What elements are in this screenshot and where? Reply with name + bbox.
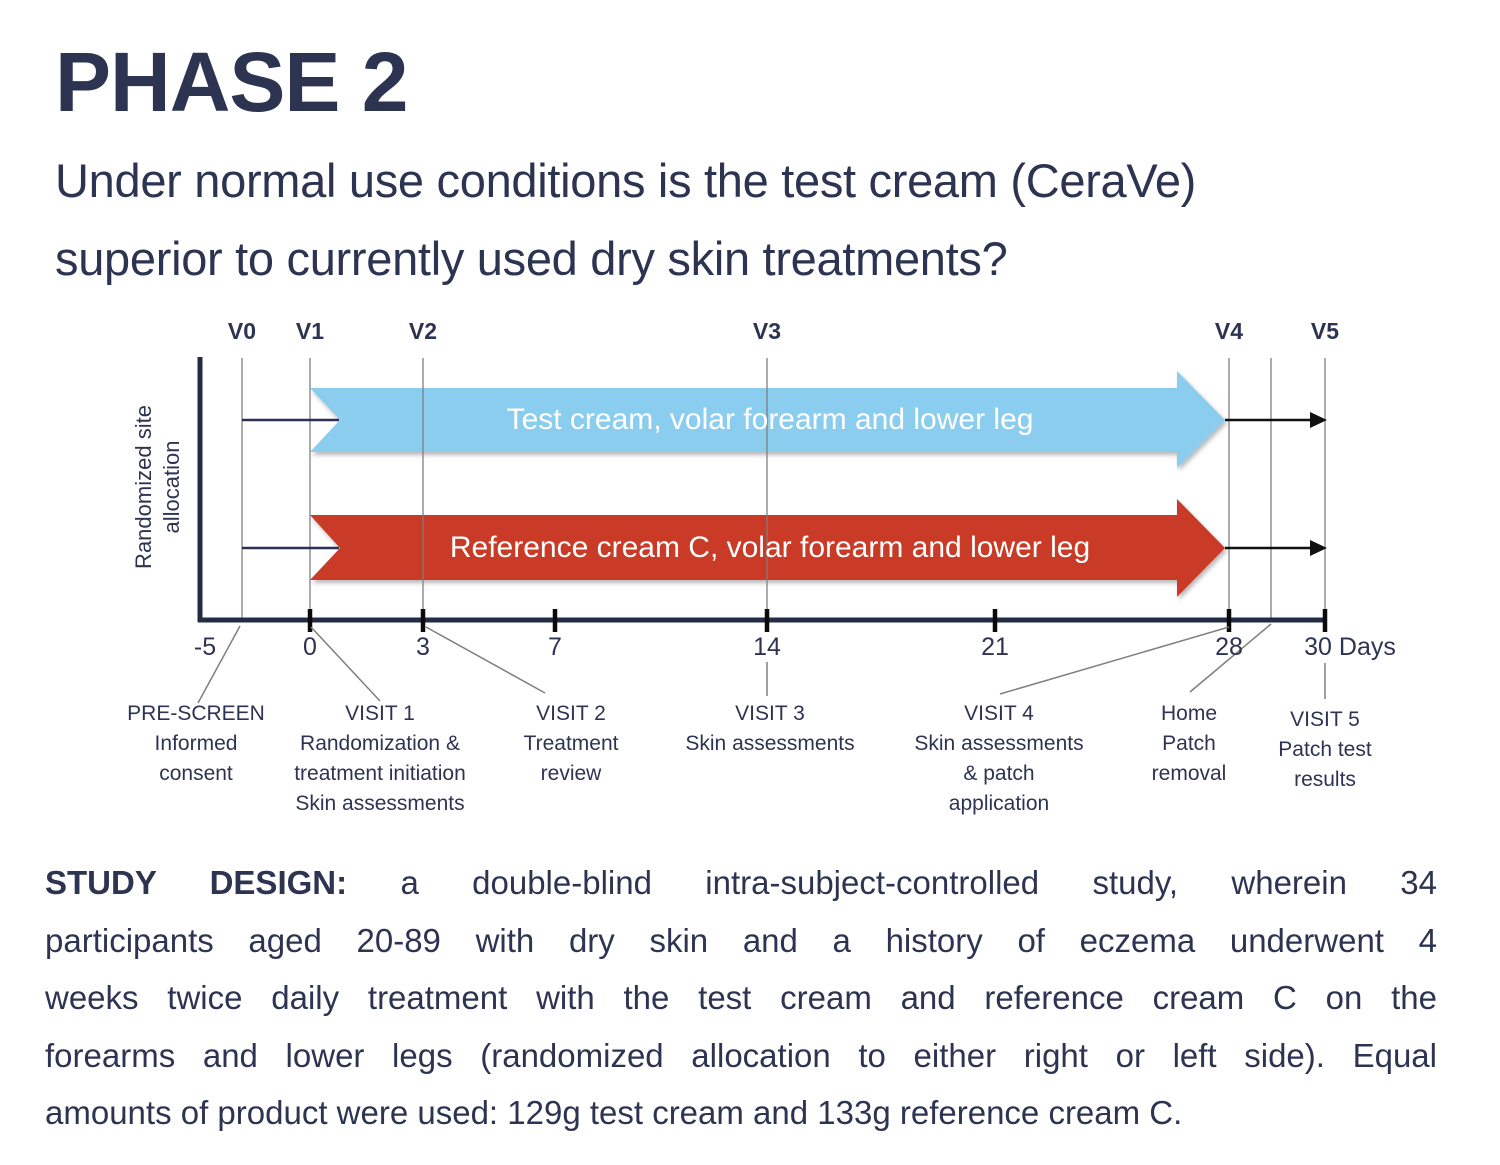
y-axis-label-line-1: Randomized site bbox=[131, 405, 156, 569]
event-line: consent bbox=[159, 762, 233, 785]
day-label-3: 3 bbox=[416, 633, 430, 661]
day-tick-marks bbox=[307, 609, 1328, 632]
event-line: VISIT 3 bbox=[735, 702, 805, 725]
day-label-minus5: -5 bbox=[193, 633, 217, 661]
event-line: treatment initiation bbox=[294, 762, 466, 785]
y-axis-label-line-2: allocation bbox=[159, 440, 184, 534]
event-line: Treatment bbox=[523, 732, 619, 755]
event-line: Skin assessments bbox=[685, 732, 855, 755]
followup-arrow-test-head bbox=[1310, 412, 1327, 428]
subtitle: Under normal use conditions is the test … bbox=[55, 142, 1196, 298]
event-line: Informed bbox=[154, 732, 238, 755]
reference-cream-arrow-label: Reference cream C, volar forearm and low… bbox=[449, 531, 1091, 564]
event-connectors bbox=[197, 623, 1326, 704]
event-line: removal bbox=[1151, 762, 1227, 785]
page-title: PHASE 2 bbox=[55, 35, 408, 129]
subtitle-line-1: Under normal use conditions is the test … bbox=[55, 154, 1197, 207]
event-line: VISIT 1 bbox=[345, 702, 415, 725]
study-design-line-2: participants aged 20-89 with dry skin an… bbox=[45, 921, 1437, 959]
event-line: Patch test bbox=[1278, 738, 1372, 761]
visit-marker-v5: V5 bbox=[1310, 318, 1340, 344]
connector-prescreen bbox=[197, 625, 241, 704]
event-label-visit5: VISIT 5 Patch test results bbox=[1278, 705, 1371, 795]
event-label-visit3: VISIT 3 Skin assessments bbox=[685, 699, 854, 759]
event-line: Skin assessments bbox=[295, 792, 465, 815]
study-design-line-3: weeks twice daily treatment with the tes… bbox=[45, 979, 1437, 1016]
timeline-figure: Randomized site allocation V0 V1 V2 V3 V… bbox=[127, 318, 1396, 819]
event-line: application bbox=[948, 792, 1050, 815]
event-line: PRE-SCREEN bbox=[127, 702, 265, 725]
event-label-prescreen: PRE-SCREEN Informed consent bbox=[127, 699, 265, 789]
connector-visit2 bbox=[425, 626, 546, 694]
study-design-line-5: amounts of product were used: 129g test … bbox=[45, 1094, 1183, 1131]
study-design-paragraph: STUDY DESIGN: a double-blind intra-subje… bbox=[45, 854, 1437, 1142]
followup-arrow-reference-head bbox=[1310, 540, 1327, 556]
visit-marker-v3: V3 bbox=[752, 318, 782, 344]
subtitle-line-2: superior to currently used dry skin trea… bbox=[55, 232, 1008, 285]
event-line: results bbox=[1294, 768, 1356, 791]
connector-visit1 bbox=[310, 626, 381, 702]
study-design-line-1-text: a double-blind intra-subject-controlled … bbox=[400, 864, 1437, 901]
event-line: VISIT 5 bbox=[1290, 708, 1360, 731]
day-label-30-days: 30 Days bbox=[1304, 633, 1396, 661]
event-label-visit1: VISIT 1 Randomization & treatment initia… bbox=[294, 699, 466, 819]
randomization-branch-lines bbox=[242, 418, 339, 550]
day-label-28: 28 bbox=[1215, 633, 1243, 661]
day-label-7: 7 bbox=[548, 633, 562, 661]
day-label-21: 21 bbox=[981, 633, 1009, 661]
study-design-line-1: STUDY DESIGN: a double-blind intra-subje… bbox=[45, 854, 1437, 912]
study-design-line-4: forearms and lower legs (randomized allo… bbox=[45, 1036, 1437, 1074]
followup-arrows bbox=[1225, 412, 1327, 556]
visit-marker-v4: V4 bbox=[1214, 318, 1244, 344]
study-design-label: STUDY DESIGN: bbox=[45, 864, 348, 901]
event-line: & patch bbox=[963, 762, 1035, 785]
visit-marker-v1: V1 bbox=[295, 318, 325, 344]
event-line: review bbox=[540, 762, 602, 785]
event-line: VISIT 4 bbox=[964, 702, 1034, 725]
visit-marker-v0: V0 bbox=[227, 318, 257, 344]
visit-gridlines bbox=[241, 358, 1326, 622]
y-axis-label: Randomized site allocation bbox=[130, 405, 186, 569]
event-label-home-patch-removal: Home Patch removal bbox=[1152, 699, 1227, 789]
day-label-0: 0 bbox=[303, 633, 317, 661]
timeline-diagram bbox=[197, 357, 1328, 704]
connector-home-removal bbox=[1189, 623, 1272, 693]
event-line: Home bbox=[1160, 702, 1218, 725]
event-line: Skin assessments bbox=[914, 732, 1084, 755]
event-label-visit4: VISIT 4 Skin assessments & patch applica… bbox=[914, 699, 1083, 819]
event-line: Randomization & bbox=[300, 732, 460, 755]
test-cream-arrow-label: Test cream, volar forearm and lower leg bbox=[506, 403, 1034, 436]
event-line: Patch bbox=[1162, 732, 1216, 755]
connector-visit4 bbox=[999, 626, 1230, 695]
event-line: VISIT 2 bbox=[536, 702, 606, 725]
day-label-14: 14 bbox=[753, 633, 781, 661]
event-label-visit2: VISIT 2 Treatment review bbox=[524, 699, 619, 789]
visit-marker-v2: V2 bbox=[408, 318, 438, 344]
